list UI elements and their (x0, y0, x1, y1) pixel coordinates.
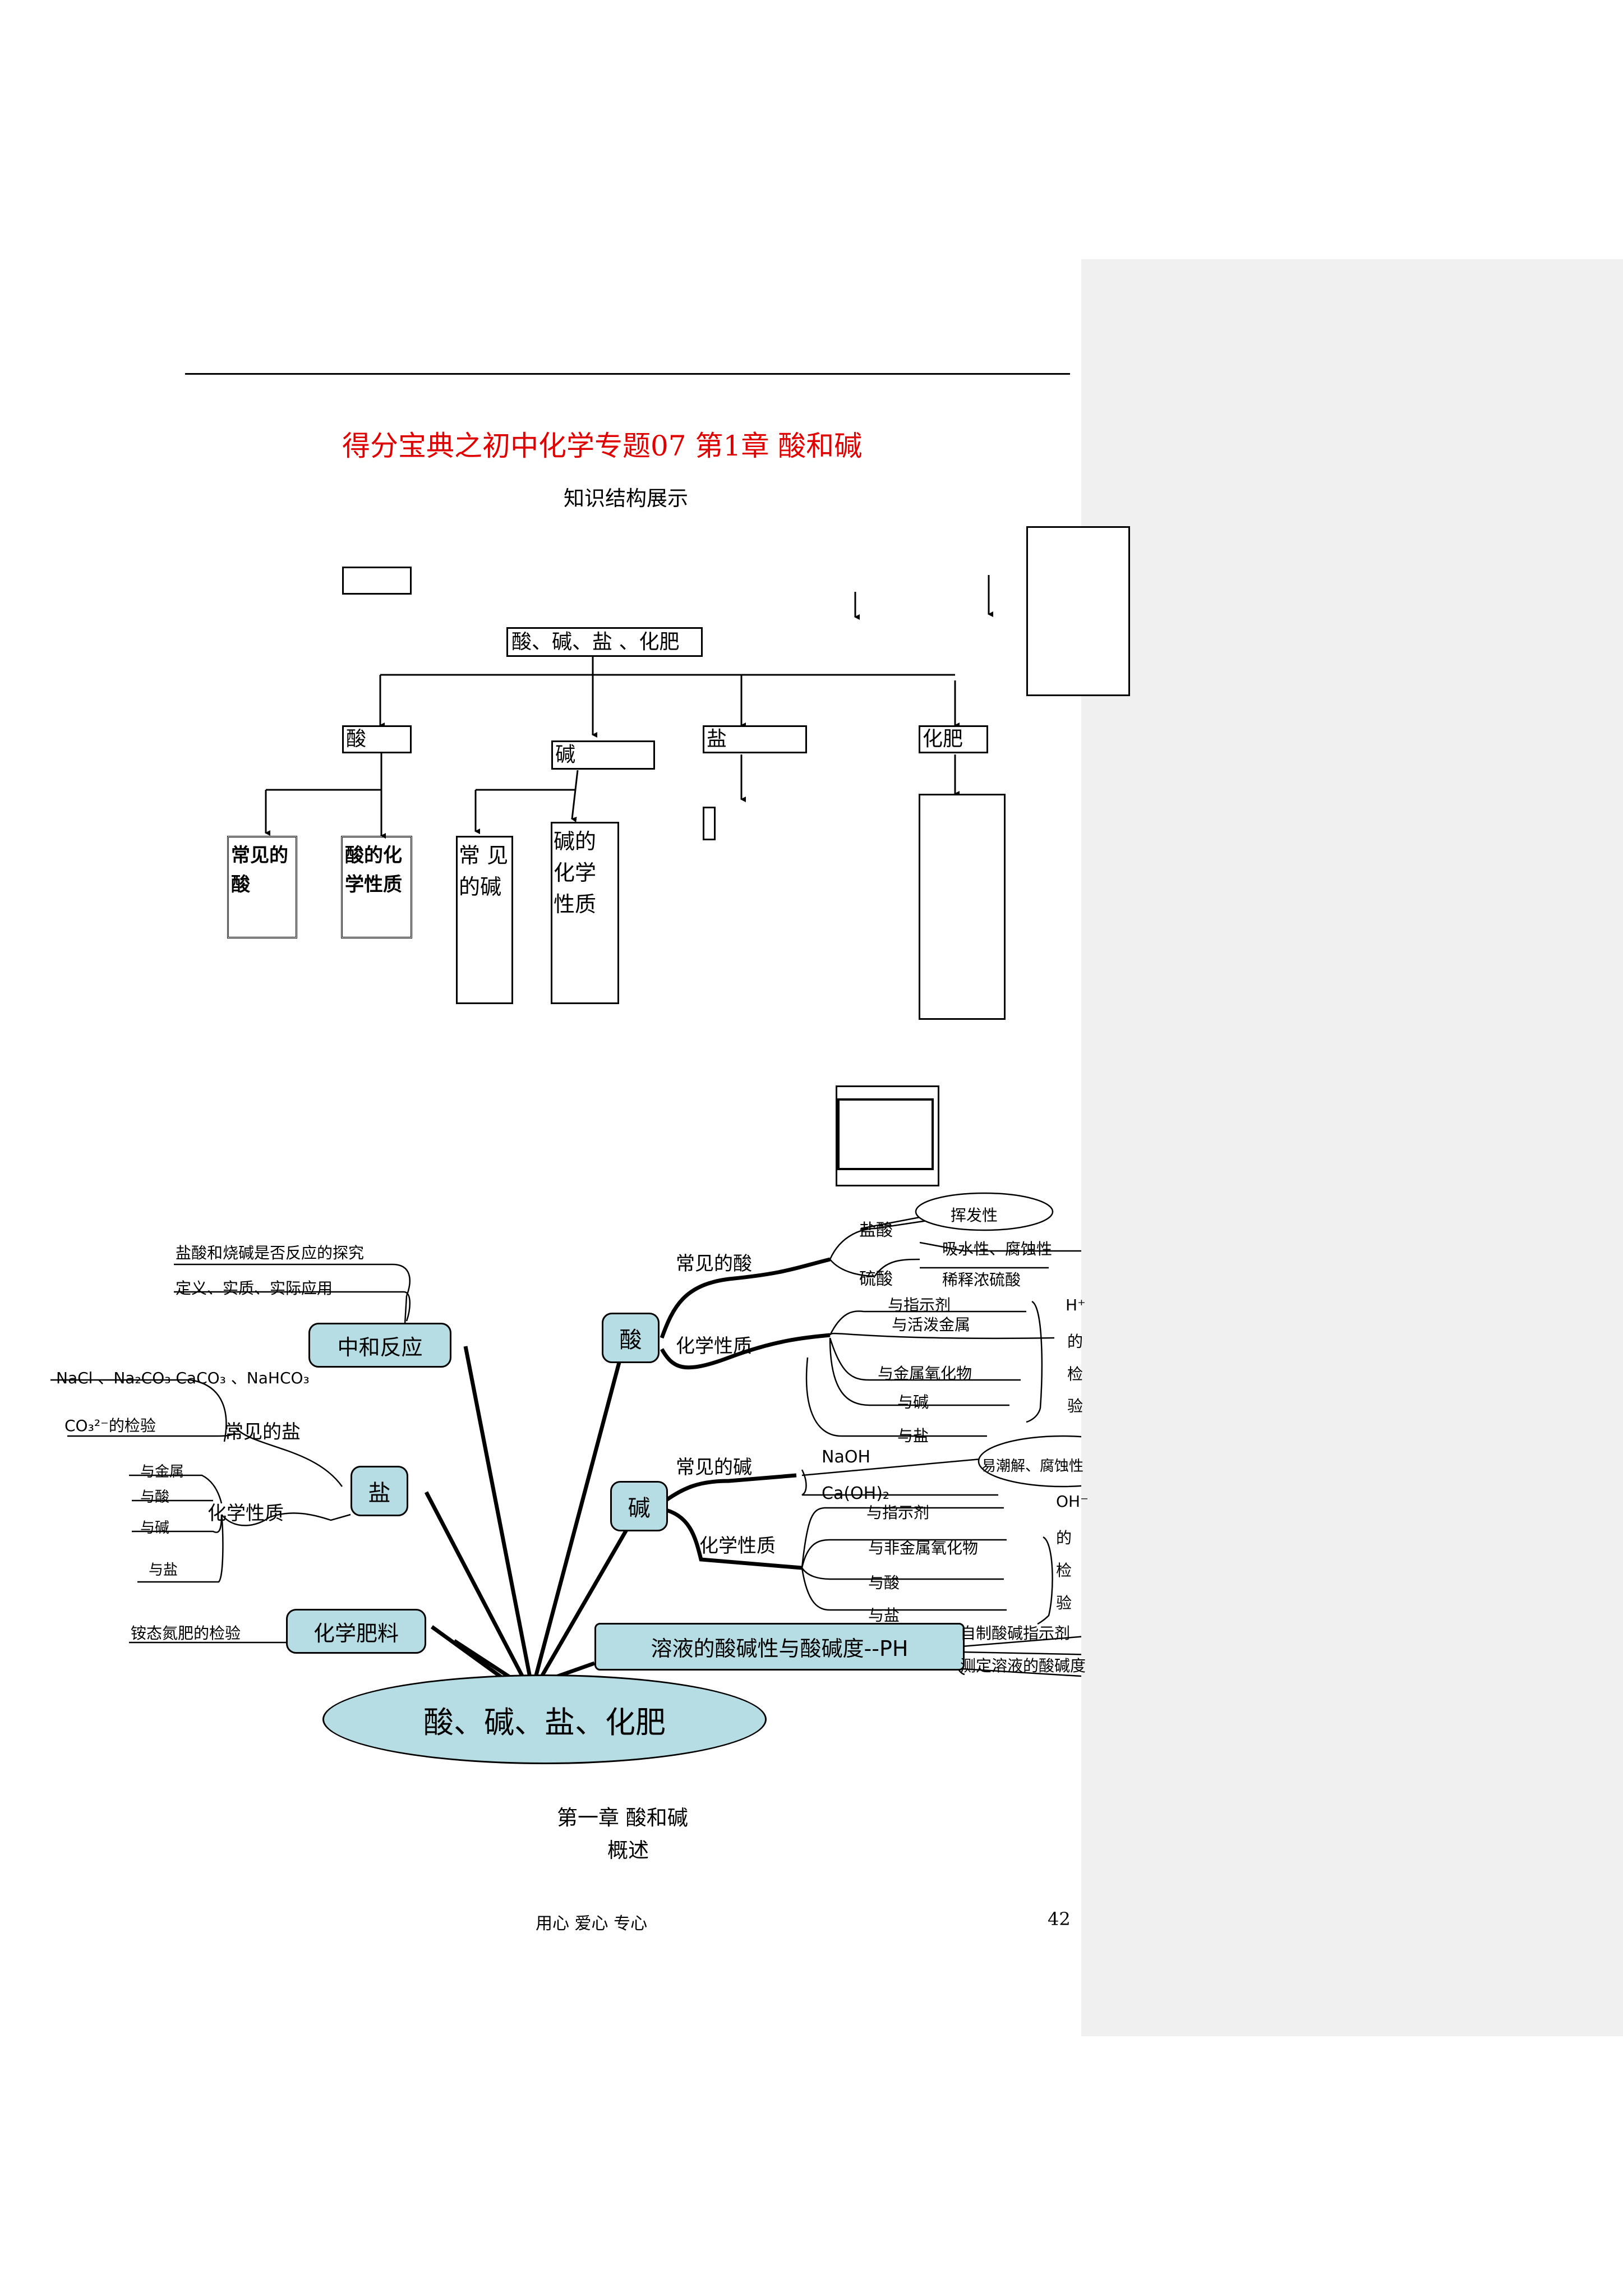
blank-double-box-inner (837, 1098, 934, 1170)
comment-sidebar (1081, 259, 1623, 2036)
acid-node-mindmap: 酸 (602, 1313, 660, 1363)
caoh2-label: Ca(OH)₂ (822, 1484, 889, 1503)
base-chem-box: 碱的化学性质 (551, 822, 619, 1004)
blank-box (342, 567, 412, 595)
base-chem-item-3: 与酸 (868, 1573, 900, 1592)
base-node: 碱 (551, 740, 655, 770)
neutralization-node: 中和反应 (308, 1323, 451, 1368)
acid-node: 酸 (342, 725, 412, 753)
base-node-mindmap: 碱 (610, 1481, 668, 1531)
hcl-prop: 挥发性 (951, 1206, 998, 1225)
acid-common-label: 常见的酸 (676, 1253, 752, 1275)
document-subtitle: 知识结构展示 (564, 486, 688, 510)
salt-formulas: NaCl 、Na₂CO₃ CaCO₃ 、NaHCO₃ (56, 1369, 310, 1387)
fertilizer-node: 化学肥料 (286, 1609, 426, 1654)
ph-item-1: 自制酸碱指示剂 (960, 1624, 1071, 1642)
acid-chem-item-3: 与金属氧化物 (878, 1364, 972, 1383)
salt-node: 盐 (351, 1466, 408, 1516)
blank-tall-box-right (1026, 526, 1130, 696)
neutralization-item-2: 定义、实质、实际应用 (176, 1279, 333, 1297)
h2so4-prop-2: 稀释浓硫酸 (942, 1271, 1021, 1289)
oh-test-2: 的 (1056, 1529, 1072, 1547)
overview-heading: 概述 (607, 1838, 649, 1862)
salt-chem-item-1: 与金属 (140, 1464, 185, 1480)
salt-chem-item-3: 与碱 (140, 1520, 170, 1536)
ph-node: 溶液的酸碱性与酸碱度--PH (594, 1623, 965, 1671)
oh-test-1: OH⁻ (1056, 1492, 1089, 1511)
naoh-label: NaOH (822, 1447, 870, 1467)
header-rule (185, 373, 1070, 375)
acid-chem-box: 酸的化学性质 (341, 836, 412, 938)
acid-chem-item-2: 与活泼金属 (892, 1315, 971, 1334)
acid-chem-label: 化学性质 (676, 1335, 752, 1358)
h-test-3: 检 (1067, 1365, 1083, 1383)
salt-node: 盐 (703, 725, 807, 753)
footer-page-number: 42 (1048, 1908, 1071, 1930)
fertilizer-tall-box (919, 794, 1006, 1020)
footer-motto: 用心 爱心 专心 (536, 1914, 648, 1934)
h2so4-prop-1: 吸水性、腐蚀性 (942, 1240, 1053, 1258)
fertilizer-item: 铵态氮肥的检验 (131, 1624, 241, 1642)
fertilizer-node: 化肥 (919, 725, 988, 753)
mindmap-center: 酸、碱、盐、化肥 (322, 1674, 767, 1764)
base-chem-item-2: 与非金属氧化物 (868, 1539, 979, 1557)
acid-chem-item-1: 与指示剂 (888, 1296, 951, 1314)
salt-small-box (703, 807, 716, 840)
hcl-label: 盐酸 (859, 1221, 893, 1240)
salt-chem-label: 化学性质 (208, 1502, 284, 1525)
salt-chem-item-2: 与酸 (140, 1489, 170, 1506)
base-chem-item-4: 与盐 (868, 1606, 900, 1625)
base-chem-item-1: 与指示剂 (866, 1503, 930, 1522)
salt-chem-item-4: 与盐 (149, 1562, 178, 1579)
document-title: 得分宝典之初中化学专题07 第1章 酸和碱 (342, 430, 863, 462)
chapter-heading: 第一章 酸和碱 (557, 1806, 688, 1830)
co3-test: CO₃²⁻的检验 (64, 1416, 156, 1435)
root-node: 酸、碱、盐 、化肥 (506, 627, 703, 657)
oh-test-3: 检 (1056, 1561, 1072, 1580)
naoh-prop: 易潮解、腐蚀性 (981, 1458, 1084, 1475)
neutralization-item-1: 盐酸和烧碱是否反应的探究 (176, 1244, 365, 1262)
top-diagram-lines (265, 575, 993, 839)
h-test-1: H⁺ (1066, 1296, 1086, 1314)
common-acid-box: 常见的酸 (227, 836, 297, 938)
acid-chem-item-4: 与碱 (897, 1393, 929, 1411)
h2so4-label: 硫酸 (859, 1269, 893, 1289)
h-test-4: 验 (1067, 1397, 1083, 1415)
h-test-2: 的 (1067, 1332, 1083, 1351)
mindmap-lines (50, 1192, 1081, 1687)
ph-item-2: 测定溶液的酸碱度 (960, 1657, 1086, 1675)
acid-chem-item-5: 与盐 (897, 1427, 929, 1445)
salt-common-label: 常见的盐 (224, 1421, 301, 1443)
base-common-label: 常见的碱 (676, 1456, 752, 1479)
common-base-box: 常 见 的碱 (456, 836, 513, 1004)
base-chem-label: 化学性质 (699, 1535, 776, 1557)
oh-test-4: 验 (1056, 1594, 1072, 1612)
